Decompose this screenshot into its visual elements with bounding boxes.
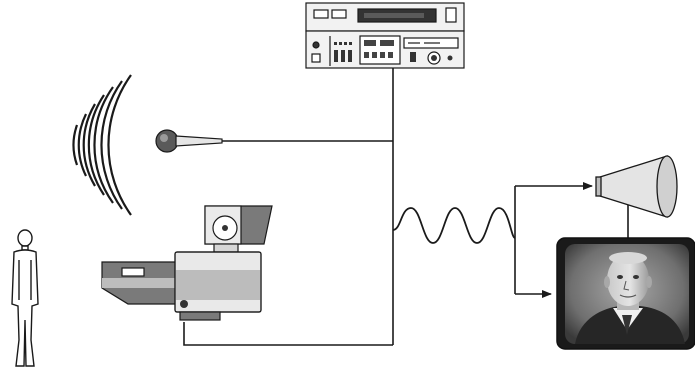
camera-line — [183, 322, 393, 346]
microphone-icon — [155, 129, 223, 153]
sound-waves-icon — [72, 74, 132, 216]
video-camera-icon — [101, 205, 273, 321]
video-recorder-icon — [305, 2, 465, 69]
tv-presenter-image — [575, 252, 685, 344]
person-figure-icon — [11, 229, 39, 367]
television-icon — [556, 237, 695, 350]
signal-wave — [392, 207, 516, 244]
connection-lines — [183, 68, 394, 346]
loudspeaker-icon — [595, 155, 678, 218]
